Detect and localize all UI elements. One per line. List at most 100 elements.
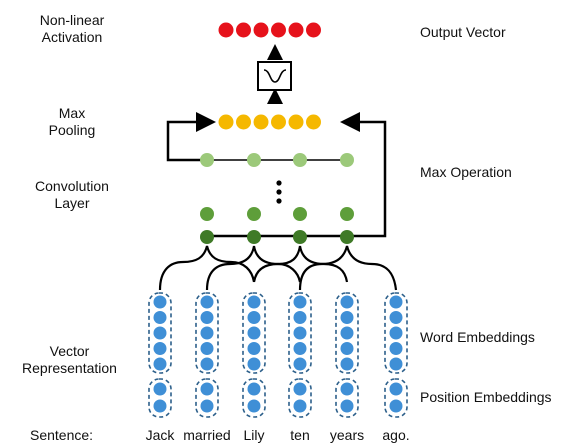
word-embedding-node: [200, 326, 214, 340]
position-embedding-box: [384, 378, 408, 418]
output-node: [218, 22, 234, 38]
word-embedding-node: [153, 295, 167, 309]
word-embedding-node: [247, 295, 261, 309]
word-embedding-node: [340, 295, 354, 309]
vector-representation-label: Vector Representation: [2, 343, 137, 377]
conv-node-dark: [340, 230, 354, 244]
position-embedding-node: [340, 399, 354, 413]
word-embedding-node: [293, 342, 307, 355]
word-embedding-node: [293, 326, 307, 340]
position-embedding-box: [242, 378, 266, 418]
word-embedding-node: [247, 357, 261, 371]
conv-node-mid: [200, 207, 214, 221]
word-embedding-box: [335, 292, 359, 374]
word-embedding-node: [293, 357, 307, 371]
word-embedding-box: [195, 292, 219, 374]
word-embedding-box: [242, 292, 266, 374]
word-embedding-node: [200, 295, 214, 309]
word-embedding-node: [340, 311, 354, 324]
output-node: [271, 22, 286, 38]
position-embedding-node: [200, 399, 214, 413]
max-operation-label: Max Operation: [420, 164, 512, 180]
word-embedding-node: [389, 357, 403, 371]
max-pooling-nodes: [218, 114, 321, 130]
pooled-node: [236, 114, 251, 130]
position-embedding-node: [293, 399, 307, 413]
position-embedding-node: [389, 382, 403, 396]
output-node: [306, 22, 321, 38]
position-embeddings-label: Position Embeddings: [420, 389, 552, 405]
sentence-word: years: [329, 427, 365, 443]
pooled-node: [253, 114, 269, 130]
convolution-window-braces: [158, 245, 398, 291]
convolution-filter-nodes-middle: [200, 207, 354, 221]
output-vector-nodes: [218, 22, 321, 38]
word-embedding-box: [384, 292, 408, 374]
conv-node-mid: [293, 207, 307, 221]
convolution-label-line1: Convolution: [35, 178, 109, 194]
conv-node-mid: [340, 207, 354, 221]
convolution-label-line2: Layer: [54, 195, 90, 211]
position-embedding-node: [293, 382, 307, 396]
vector-label-line1: Vector: [49, 343, 90, 359]
word-embedding-node: [293, 295, 307, 309]
word-embedding-node: [293, 311, 307, 324]
embedding-column: [195, 292, 219, 418]
convolution-label: Convolution Layer: [12, 178, 132, 212]
pooled-node: [288, 114, 304, 130]
position-embedding-box: [288, 378, 312, 418]
position-embedding-node: [340, 382, 354, 396]
sentence-word: married: [183, 427, 231, 443]
conv-node-light: [293, 153, 307, 167]
embedding-column: [384, 292, 408, 418]
position-embedding-node: [247, 399, 261, 413]
position-embedding-node: [200, 382, 214, 396]
convolution-filter-nodes-top: [200, 153, 354, 167]
ellipsis-dots: [276, 180, 282, 204]
pooling-label-line1: Max: [58, 105, 86, 121]
convolution-filter-nodes-bottom: [200, 230, 354, 244]
word-embedding-node: [200, 342, 214, 355]
position-embedding-node: [247, 382, 261, 396]
activation-function-icon: [257, 44, 292, 104]
sentence-word: Jack: [145, 427, 175, 443]
pooled-node: [218, 114, 234, 130]
position-embedding-node: [389, 399, 403, 413]
conv-node-light: [247, 153, 261, 167]
word-embedding-node: [340, 342, 354, 355]
output-node: [288, 22, 304, 38]
embedding-column: [288, 292, 312, 418]
output-node: [236, 22, 251, 38]
word-embeddings-label: Word Embeddings: [420, 329, 535, 345]
output-vector-label: Output Vector: [420, 24, 506, 40]
word-embedding-node: [389, 326, 403, 340]
word-embedding-node: [340, 326, 354, 340]
sentence-word: ago.: [382, 427, 410, 443]
max-operation-loop: [166, 112, 387, 238]
embedding-columns: [148, 292, 408, 418]
word-embedding-node: [153, 342, 167, 355]
output-node: [253, 22, 269, 38]
position-embedding-node: [153, 382, 167, 396]
word-embedding-box: [288, 292, 312, 374]
conv-node-mid: [247, 207, 261, 221]
activation-label-line1: Non-linear: [39, 12, 105, 28]
word-embedding-node: [247, 342, 261, 355]
word-embedding-node: [200, 311, 214, 324]
word-embedding-node: [389, 342, 403, 355]
conv-node-dark: [247, 230, 261, 244]
conv-node-light: [200, 153, 214, 167]
vector-label-line2: Representation: [22, 360, 117, 376]
pooling-label-line2: Pooling: [48, 122, 96, 138]
sentence-label: Sentence:: [30, 427, 94, 443]
word-embedding-node: [153, 311, 167, 324]
word-embedding-node: [340, 357, 354, 371]
word-embedding-node: [389, 311, 403, 324]
sentence-word: Lily: [243, 427, 265, 443]
position-embedding-box: [195, 378, 219, 418]
word-embedding-node: [247, 326, 261, 340]
word-embedding-box: [148, 292, 172, 374]
word-embedding-node: [200, 357, 214, 371]
embedding-column: [148, 292, 172, 418]
